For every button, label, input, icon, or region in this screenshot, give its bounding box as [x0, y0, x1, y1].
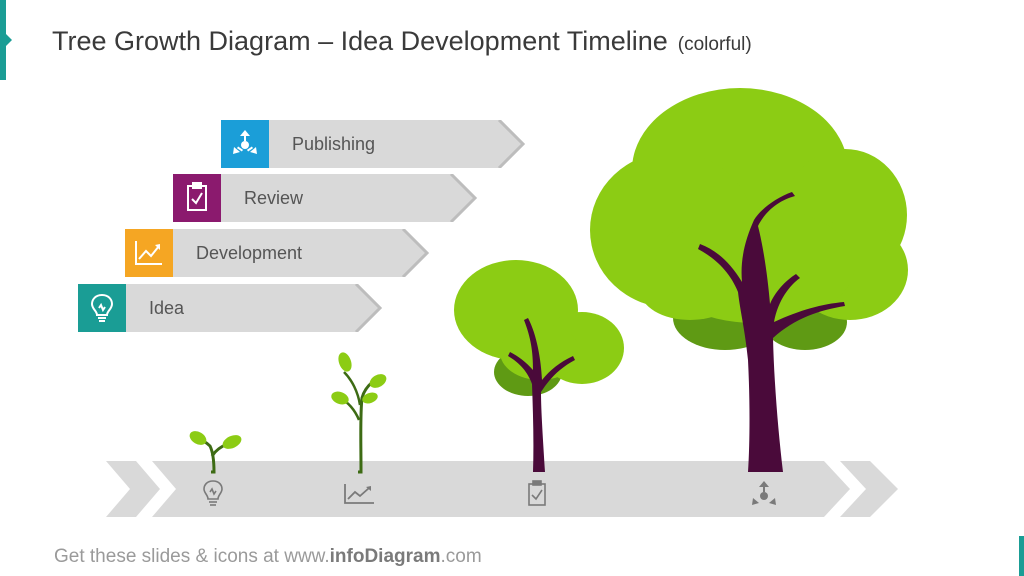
timeline-band	[106, 461, 898, 517]
share-icon	[233, 130, 257, 154]
chart-up-icon	[135, 241, 162, 265]
share-icon	[752, 481, 776, 505]
stage-idea-label: Idea	[149, 298, 185, 318]
big-tree	[590, 88, 908, 472]
title-text: Tree Growth Diagram – Idea Development T…	[52, 26, 668, 56]
lightbulb-icon	[203, 480, 223, 506]
stage-publishing-label: Publishing	[292, 134, 376, 154]
slide-title: Tree Growth Diagram – Idea Development T…	[52, 26, 752, 57]
stage-publishing-badge	[221, 120, 275, 168]
sprout-leaves	[189, 431, 242, 449]
sapling	[331, 352, 387, 474]
sprout	[189, 431, 242, 474]
clipboard-check-icon	[187, 182, 207, 211]
medium-tree	[454, 260, 624, 472]
chart-up-icon	[344, 484, 374, 504]
medium-tree-trunk	[508, 318, 575, 472]
slide-accent-left	[0, 0, 12, 80]
footer-suffix: .com	[440, 546, 482, 567]
stage-development-band	[173, 229, 431, 277]
footer-brand: infoDiagram	[329, 546, 441, 567]
stage-idea-badge	[78, 284, 132, 332]
clipboard-check-icon	[528, 480, 546, 506]
stage-publishing-band	[269, 120, 527, 168]
stage-review-badge	[173, 174, 227, 222]
stage-review-label: Review	[244, 188, 304, 208]
stage-review-band	[221, 174, 479, 222]
slide-accent-right	[1019, 536, 1024, 576]
big-tree-trunk	[698, 192, 845, 472]
sapling-leaves	[331, 352, 387, 405]
footer-credit: Get these slides & icons at www.infoDiag…	[54, 546, 482, 568]
footer-prefix: Get these slides & icons at www.	[54, 546, 330, 567]
lightbulb-icon	[90, 293, 114, 322]
stage-idea-band	[126, 284, 384, 332]
stage-development-label: Development	[196, 243, 303, 263]
title-subtitle: (colorful)	[677, 34, 752, 55]
